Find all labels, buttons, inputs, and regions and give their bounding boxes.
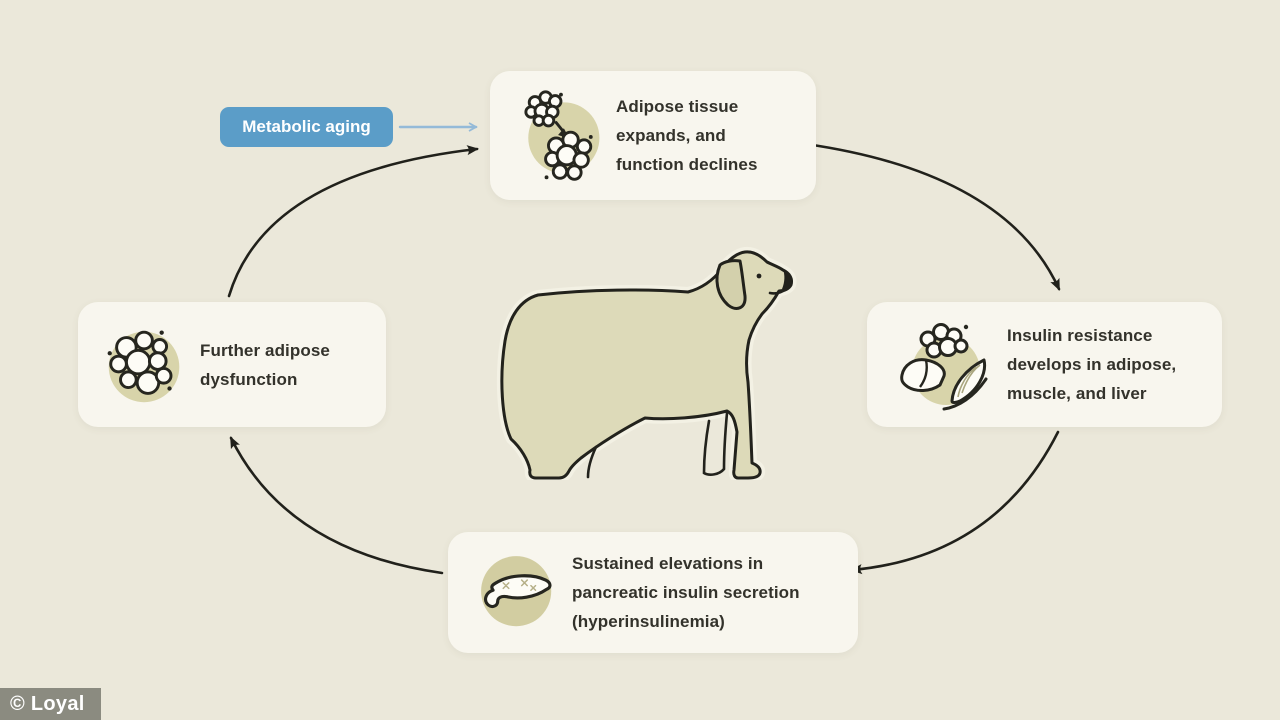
text-line: muscle, and liver [1007,384,1147,403]
text-line: Further adipose [200,340,330,360]
arrow-top-to-right [804,142,1061,291]
adipose-cluster-icon [92,314,200,416]
pancreas-icon [464,545,572,641]
text-line: function declines [616,155,758,174]
arrow-right-to-bottom [850,430,1060,575]
metabolic-aging-label: Metabolic aging [220,107,393,147]
text-line: develops in adipose, [1007,355,1177,374]
text-line: Sustained elevations in [572,554,764,573]
text-line: Adipose tissue [616,97,739,116]
metabolic-aging-label-text: Metabolic aging [242,117,371,136]
node-adipose-dysfunction: Further adipose dysfunction [78,302,386,427]
arrow-bottom-to-left [229,436,444,575]
dog-eye [756,273,762,279]
text-line: dysfunction [200,369,298,389]
dog-nose [782,269,792,290]
loyal-watermark: © Loyal [0,688,101,720]
node-insulin-resistance: Insulin resistance develops in adipose, … [867,302,1222,427]
node-insulin-resistance-text: Insulin resistance develops in adipose, … [1007,321,1176,408]
text-line: pancreatic insulin secretion [572,583,800,602]
adipose-expansion-icon [504,84,616,188]
loyal-watermark-text: © Loyal [10,692,85,715]
node-adipose-dysfunction-text: Further adipose dysfunction [200,336,330,394]
node-hyperinsulinemia: Sustained elevations in pancreatic insul… [448,532,858,653]
dog-ear [715,259,747,310]
dog-illustration [496,246,797,480]
text-line: expands, and [616,126,726,145]
node-adipose-expands-text: Adipose tissue expands, and function dec… [616,92,758,179]
node-hyperinsulinemia-text: Sustained elevations in pancreatic insul… [572,549,800,636]
text-line: (hyperinsulinemia) [572,612,725,631]
text-line: Insulin resistance [1007,326,1153,345]
arrow-left-to-top [227,145,479,298]
adipose-muscle-liver-icon [881,313,1007,417]
node-adipose-expands: Adipose tissue expands, and function dec… [490,71,816,200]
